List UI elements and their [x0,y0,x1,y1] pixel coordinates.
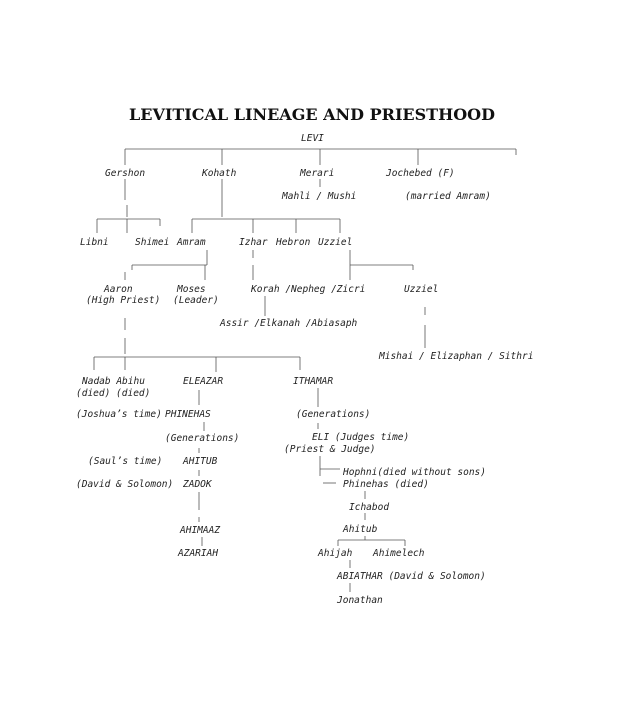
node-libni: Libni [80,237,109,248]
node-gershon: Gershon [105,168,146,179]
node-moses: Moses [177,284,206,295]
node-phinehas: PHINEHAS [165,409,211,420]
node-izhar: Izhar [239,237,268,248]
node-sauls-time: (Saul’s time) [88,456,163,467]
diagram-title: LEVITICAL LINEAGE AND PRIESTHOOD [129,105,495,124]
node-levi: LEVI [301,133,324,144]
node-died-died: (died) (died) [76,388,151,399]
node-eli: ELI (Judges time) [312,432,410,443]
node-nadab-abihu: Nadab Abihu [82,376,145,387]
node-amram: Amram [177,237,206,248]
node-ahitub-1: AHITUB [183,456,218,467]
node-eleazar: ELEAZAR [183,376,224,387]
node-uzziel: Uzziel [318,237,353,248]
node-mishai-line: Mishai / Elizaphan / Sithri [379,351,534,362]
node-jonathan: Jonathan [337,595,383,606]
node-joshua-time: (Joshua’s time) [76,409,162,420]
node-generations-eleazar: (Generations) [165,433,240,444]
node-zadok: ZADOK [183,479,212,490]
node-uzziel-2: Uzziel [404,284,439,295]
node-kohath: Kohath [202,168,237,179]
node-jochebed: Jochebed (F) [386,168,455,179]
node-azariah: AZARIAH [178,548,219,559]
node-mahli-mushi: Mahli / Mushi [282,191,357,202]
node-abiathar: ABIATHAR (David & Solomon) [337,571,486,582]
node-generations-ithamar: (Generations) [296,409,371,420]
node-ahimelech: Ahimelech [373,548,425,559]
node-ichabod: Ichabod [349,502,390,513]
node-merari: Merari [300,168,335,179]
node-leader: (Leader) [173,295,219,306]
node-ithamar: ITHAMAR [293,376,334,387]
node-hophni: Hophni(died without sons) [343,467,486,478]
node-ahijah: Ahijah [318,548,353,559]
node-ahimaaz: AHIMAAZ [180,525,221,536]
node-priest-judge: (Priest & Judge) [284,444,376,455]
node-aaron: Aaron [104,284,133,295]
node-high-priest: (High Priest) [86,295,161,306]
node-hebron: Hebron [276,237,311,248]
node-phinehas-died: Phinehas (died) [343,479,429,490]
node-shimei: Shimei [135,237,170,248]
node-david-solomon-1: (David & Solomon) [76,479,174,490]
node-married-amram: (married Amram) [405,191,491,202]
node-korah-line: Korah /Nepheg /Zicri [251,284,366,295]
node-assir-line: Assir /Elkanah /Abiasaph [220,318,358,329]
node-ahitub-2: Ahitub [343,524,378,535]
